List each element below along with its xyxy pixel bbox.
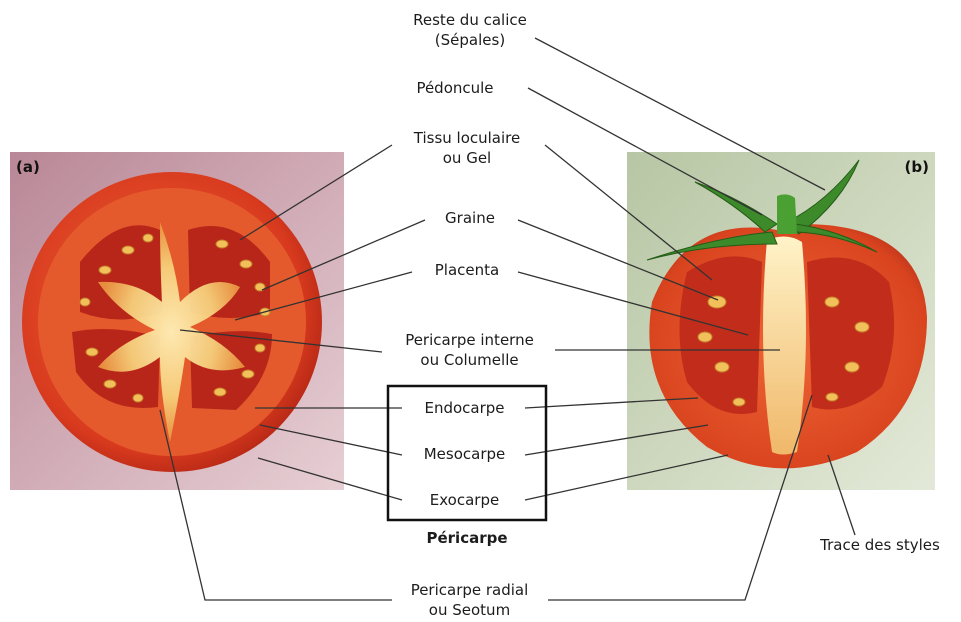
- label-pedoncule: Pédoncule: [395, 78, 515, 98]
- label-exocarpe: Exocarpe: [402, 490, 527, 510]
- label-pericarpe-radial: Pericarpe radial ou Seotum: [392, 580, 547, 620]
- label-endocarpe: Endocarpe: [402, 398, 527, 418]
- label-tissu-loculaire: Tissu loculaire ou Gel: [392, 128, 542, 168]
- label-placenta: Placenta: [412, 260, 522, 280]
- label-pericarpe-interne: Pericarpe interne ou Columelle: [382, 330, 557, 370]
- label-reste-calice: Reste du calice (Sépales): [395, 10, 545, 50]
- label-mesocarpe: Mesocarpe: [402, 444, 527, 464]
- label-pericarpe-group: Péricarpe: [400, 528, 534, 548]
- label-graine: Graine: [420, 208, 520, 228]
- label-trace-styles: Trace des styles: [805, 535, 955, 555]
